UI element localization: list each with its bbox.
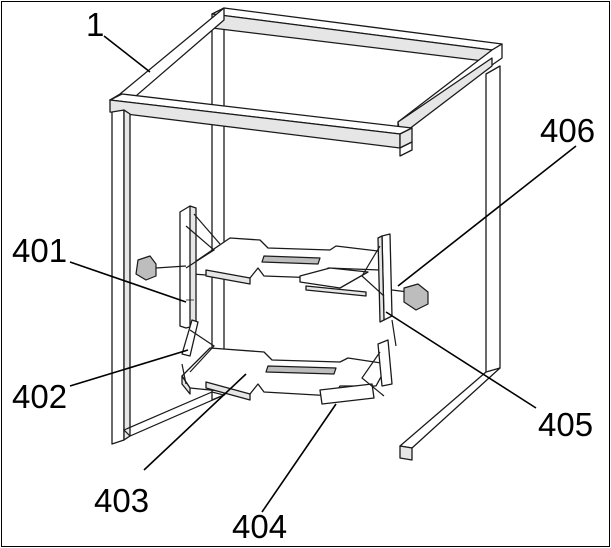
- label-405: 405: [538, 406, 593, 443]
- label-401: 401: [12, 232, 67, 269]
- leader-401: [69, 261, 187, 303]
- leader-403: [143, 373, 247, 471]
- label-403: 403: [94, 482, 149, 519]
- leader-404: [261, 403, 337, 513]
- label-1: 1: [86, 6, 104, 43]
- leader-402: [69, 349, 189, 387]
- frame: [109, 7, 503, 461]
- label-406: 406: [540, 112, 595, 149]
- leader-405: [385, 311, 537, 409]
- leader-406: [397, 145, 577, 287]
- label-402: 402: [12, 378, 67, 415]
- leader-lines: [69, 35, 577, 513]
- labels: 1 406 401 402 405 403 404: [12, 6, 595, 545]
- leader-1: [103, 35, 151, 73]
- label-404: 404: [232, 508, 287, 545]
- mechanism: [135, 205, 429, 405]
